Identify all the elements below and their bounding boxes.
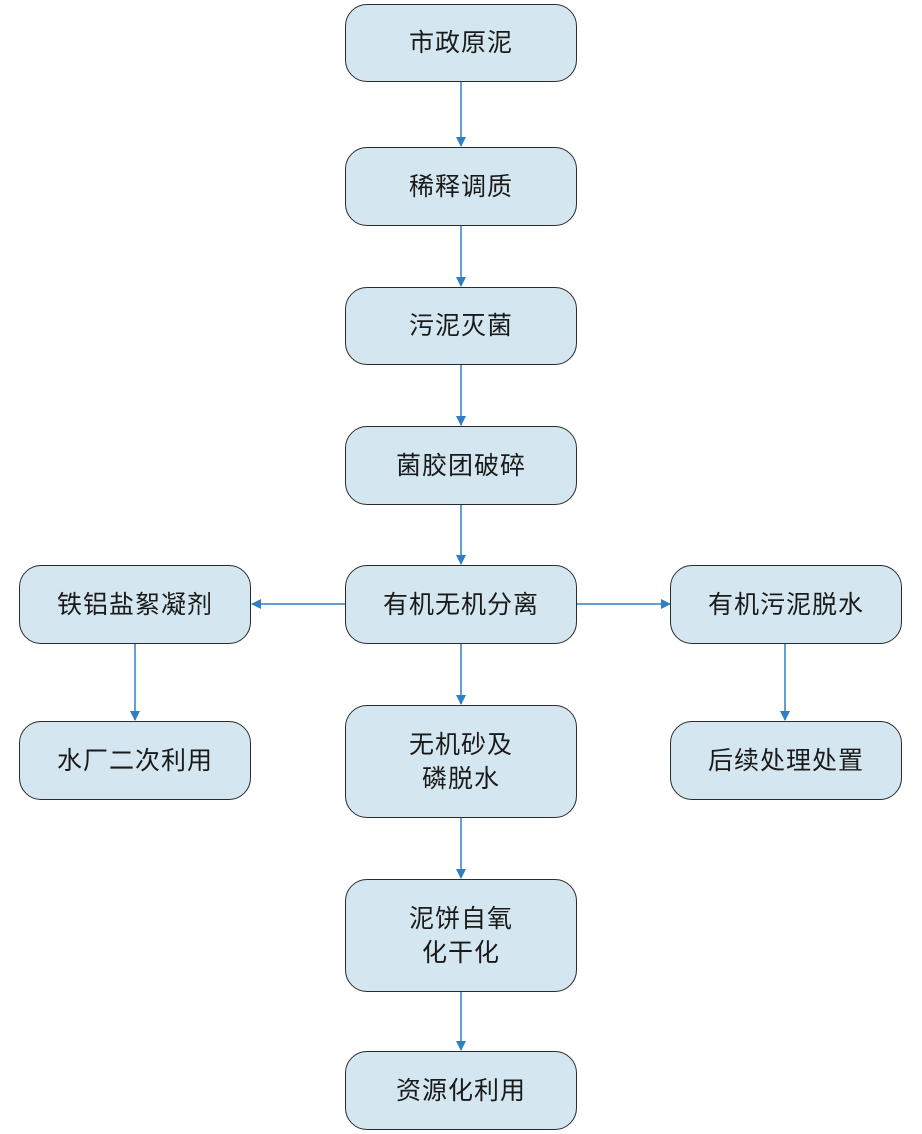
node-raw-sludge: 市政原泥 xyxy=(345,4,577,82)
node-subsequent-treatment: 后续处理处置 xyxy=(670,721,902,800)
node-floc-breaking: 菌胶团破碎 xyxy=(345,426,577,505)
node-inorganic-sand-phosphorus-dewatering: 无机砂及 磷脱水 xyxy=(345,705,577,818)
node-organic-sludge-dewatering: 有机污泥脱水 xyxy=(670,565,902,644)
node-dilution-conditioning: 稀释调质 xyxy=(345,147,577,226)
node-sludge-sterilization: 污泥灭菌 xyxy=(345,287,577,365)
node-organic-inorganic-separation: 有机无机分离 xyxy=(345,565,577,644)
node-cake-self-oxidation-drying: 泥饼自氧 化干化 xyxy=(345,879,577,992)
node-iron-aluminum-flocculant: 铁铝盐絮凝剂 xyxy=(19,565,251,644)
node-waterworks-reuse: 水厂二次利用 xyxy=(19,721,251,800)
node-resource-utilization: 资源化利用 xyxy=(345,1051,577,1130)
